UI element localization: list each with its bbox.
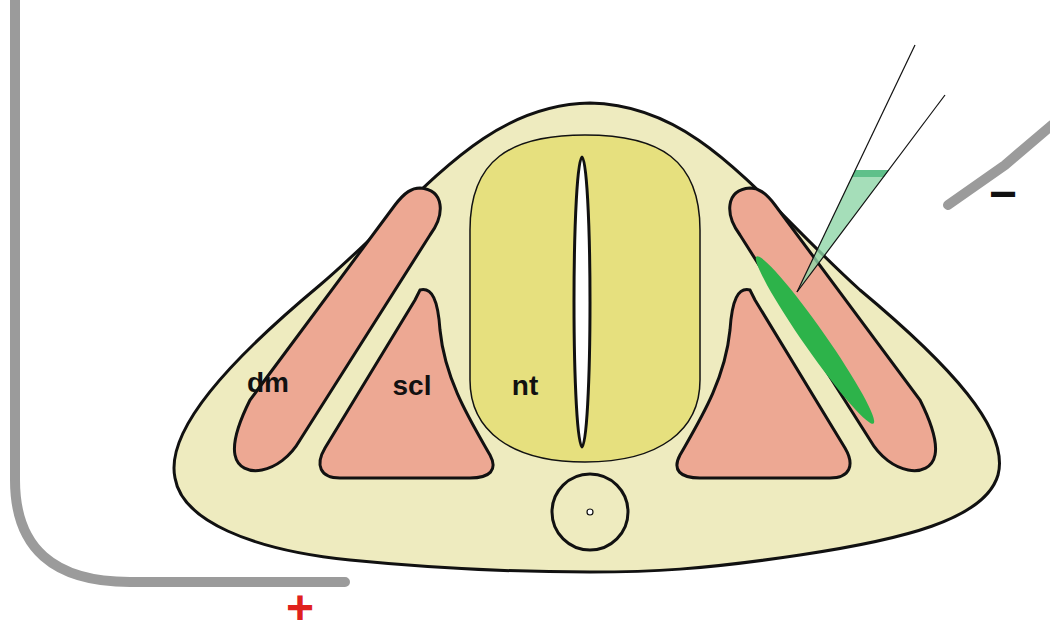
- positive-pole-sign: +: [286, 584, 314, 632]
- neural-tube-lumen: [574, 157, 590, 447]
- pipette-wall: [797, 45, 915, 292]
- region-shape: [320, 290, 493, 478]
- embryo-section: [174, 103, 1000, 572]
- region-label: scl: [393, 372, 432, 400]
- region-label: nt: [512, 372, 538, 400]
- region-outline: [466, 131, 704, 466]
- region-label: dm: [247, 369, 289, 397]
- neural-tube: nt: [466, 131, 704, 466]
- region-shape: [470, 135, 700, 462]
- electroporated-cells: [747, 250, 882, 430]
- right-sclerotome: [677, 290, 850, 478]
- pipette-wall: [797, 95, 945, 292]
- negative-pole-sign: −: [989, 170, 1017, 218]
- notochord: [552, 474, 628, 550]
- notochord-lumen: [587, 509, 593, 515]
